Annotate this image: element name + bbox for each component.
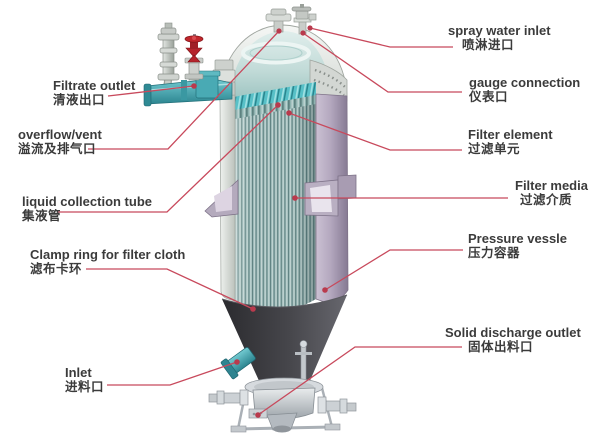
cone-top-rim	[221, 294, 348, 308]
label-cn: 过滤单元	[468, 142, 521, 156]
leader-filter-element	[288, 112, 462, 151]
label-cn: 滤布卡环	[30, 262, 83, 276]
dot-filter-element	[286, 110, 292, 116]
dot-filtrate-outlet	[191, 83, 197, 89]
label-en: Pressure vessle	[468, 231, 568, 246]
filtrate-manifold-pipe	[146, 78, 233, 105]
filtrate-piping	[143, 22, 233, 107]
label-gauge-connection: gauge connection 仪表口	[469, 75, 581, 105]
label-cn: 仪表口	[469, 90, 509, 104]
manway-ring-icon	[241, 41, 311, 65]
solid-discharge-assembly	[208, 377, 357, 433]
label-cn: 溢流及排气口	[18, 142, 97, 156]
leader-liquid-collection-tube	[57, 104, 279, 213]
leader-pressure-vessle	[324, 249, 463, 291]
candle-bundle-shading	[235, 104, 316, 312]
dot-pressure-vessle	[322, 287, 328, 293]
support-lug-left	[204, 179, 239, 218]
inlet-nozzle	[220, 347, 256, 380]
spray-gauge-nozzle-top	[291, 4, 317, 35]
dot-overflow-vent	[276, 28, 282, 34]
dot-liquid-collection-tube	[275, 102, 281, 108]
label-overflow-vent: overflow/vent 溢流及排气口	[18, 127, 102, 157]
dot-filter-media	[292, 195, 298, 201]
label-cn: 固体出料口	[468, 340, 534, 354]
label-en: spray water inlet	[448, 23, 551, 38]
label-cn: 集液管	[22, 209, 62, 223]
leader-gauge-connection	[302, 32, 462, 93]
dot-inlet	[234, 359, 240, 365]
cone-actuator-rod	[295, 340, 312, 388]
label-en: liquid collection tube	[22, 194, 152, 209]
label-cn: 清液出口	[53, 93, 106, 107]
label-cn: 进料口	[65, 380, 105, 394]
label-en: Filtrate outlet	[53, 78, 136, 93]
flanged-riser-pipe	[157, 22, 180, 81]
leader-dots	[191, 25, 328, 418]
label-en: Filter element	[468, 127, 553, 142]
leader-inlet	[107, 361, 238, 386]
label-cn: 过滤介质	[520, 193, 573, 207]
leader-spray-water-inlet	[309, 27, 453, 48]
label-solid-discharge-outlet: Solid discharge outlet 固体出料口	[445, 325, 581, 355]
label-en: Filter media	[515, 178, 588, 193]
label-clamp-ring: Clamp ring for filter cloth 滤布卡环	[30, 247, 186, 277]
label-en: Solid discharge outlet	[445, 325, 581, 340]
label-filter-element: Filter element 过滤单元	[468, 127, 553, 157]
label-pressure-vessle: Pressure vessle 压力容器	[468, 231, 568, 261]
vent-nozzle-top	[265, 8, 292, 33]
dot-gauge-connection	[300, 30, 306, 36]
leader-clamp-ring	[86, 268, 254, 310]
dot-solid-discharge-outlet	[255, 412, 261, 418]
leader-lines	[57, 27, 508, 416]
label-filtrate-outlet: Filtrate outlet 清液出口	[53, 78, 136, 108]
cone-hopper	[222, 295, 347, 387]
red-valve	[184, 34, 204, 81]
label-en: Inlet	[65, 365, 92, 380]
label-filter-media: Filter media 过滤介质	[515, 178, 588, 208]
manway-ring-inner	[249, 45, 303, 61]
dot-clamp-ring	[250, 306, 256, 312]
label-en: gauge connection	[469, 75, 581, 90]
support-lug-far-right	[337, 174, 357, 200]
leader-filtrate-outlet	[107, 85, 195, 97]
collection-tube-band	[233, 82, 316, 111]
label-en: Clamp ring for filter cloth	[30, 247, 186, 262]
vessel	[143, 4, 357, 433]
label-cn: 喷淋进口	[462, 38, 515, 52]
label-en: overflow/vent	[18, 127, 102, 142]
label-inlet: Inlet 进料口	[65, 365, 105, 395]
label-liquid-collection-tube: liquid collection tube 集液管	[22, 194, 152, 224]
leader-overflow-vent	[88, 30, 280, 150]
dot-spray-water-inlet	[307, 25, 313, 31]
label-cn: 压力容器	[468, 246, 521, 260]
leader-solid-discharge-outlet	[257, 346, 462, 416]
label-spray-water-inlet: spray water inlet 喷淋进口	[448, 23, 551, 53]
